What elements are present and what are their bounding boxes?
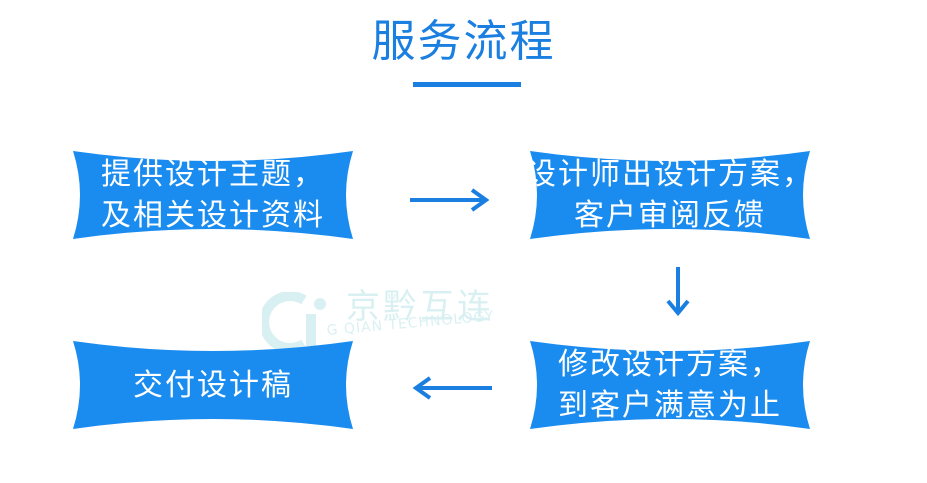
step-2-line-1: 设计师出设计方案， xyxy=(526,157,814,192)
pillow-shape xyxy=(73,151,353,239)
step-3-line-1: 修改设计方案， xyxy=(558,347,782,382)
step-2-line-2: 客户审阅反馈 xyxy=(574,198,766,233)
company-logo-icon xyxy=(262,292,326,352)
pillow-shape xyxy=(530,341,810,429)
step-1-text: 提供设计主题， 及相关设计资料 xyxy=(63,145,363,245)
pillow-shape xyxy=(530,151,810,239)
watermark: 京黔互连 G QIAN TECHNOLOGY xyxy=(262,286,542,356)
title-underline xyxy=(413,82,521,87)
step-3-box: 修改设计方案， 到客户满意为止 xyxy=(520,335,820,435)
step-3-text: 修改设计方案， 到客户满意为止 xyxy=(520,335,820,435)
arrow-down-icon xyxy=(666,267,690,317)
step-1-line-2: 及相关设计资料 xyxy=(101,198,325,233)
step-4-line-1: 交付设计稿 xyxy=(133,367,293,403)
step-3-line-2: 到客户满意为止 xyxy=(558,388,782,423)
step-2-box: 设计师出设计方案， 客户审阅反馈 xyxy=(520,145,820,245)
step-1-line-1: 提供设计主题， xyxy=(101,157,325,192)
step-4-box: 交付设计稿 xyxy=(63,335,363,435)
pillow-shape xyxy=(73,341,353,429)
arrow-left-icon xyxy=(412,376,492,400)
step-1-box: 提供设计主题， 及相关设计资料 xyxy=(63,145,363,245)
arrow-right-icon xyxy=(410,188,490,212)
step-4-text: 交付设计稿 xyxy=(63,335,363,435)
watermark-name: 京黔互连 xyxy=(346,287,494,327)
page-title: 服务流程 xyxy=(371,16,556,67)
step-2-text: 设计师出设计方案， 客户审阅反馈 xyxy=(520,145,820,245)
